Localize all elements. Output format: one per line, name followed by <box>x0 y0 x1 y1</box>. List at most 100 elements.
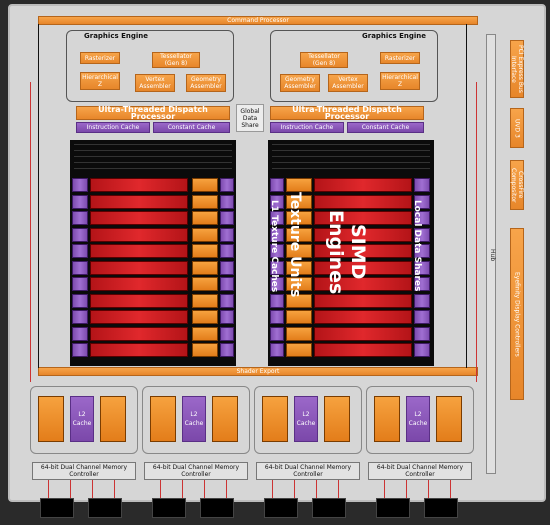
texture-unit-right <box>286 310 312 324</box>
l1-texture-caches-label: L1 Texture Caches <box>269 199 279 293</box>
rop-block <box>212 396 238 442</box>
texture-unit-right <box>286 294 312 308</box>
mem-wire <box>160 480 161 498</box>
dram-chip <box>40 498 74 518</box>
stripe-left <box>74 168 232 169</box>
l1-cache-left <box>220 261 234 275</box>
l1-cache-left <box>220 211 234 225</box>
dram-chip <box>376 498 410 518</box>
dram-chip <box>424 498 458 518</box>
mem-wire <box>428 480 429 498</box>
vertex-assembler-right: Vertex Assembler <box>328 74 368 92</box>
mem-wire <box>406 480 407 498</box>
l1-cache-right <box>270 244 284 258</box>
texture-unit-left <box>192 211 218 225</box>
mem-wire <box>272 480 273 498</box>
crossfire-compositor: CrossFire Compositor <box>510 160 524 210</box>
texture-unit-left <box>192 310 218 324</box>
lds-block-right <box>414 310 430 324</box>
texture-unit-left <box>192 327 218 341</box>
hub-bar <box>486 34 496 474</box>
lds-block-left <box>72 228 88 242</box>
lds-block-right <box>414 294 430 308</box>
memory-controller: 64-bit Dual Channel Memory Controller <box>256 462 360 480</box>
texture-unit-right <box>286 178 312 192</box>
l1-cache-left <box>220 294 234 308</box>
l2-cache: L2 Cache <box>182 396 206 442</box>
l1-cache-right <box>270 178 284 192</box>
memory-controller: 64-bit Dual Channel Memory Controller <box>368 462 472 480</box>
l2-cache: L2 Cache <box>70 396 94 442</box>
l1-cache-left <box>220 310 234 324</box>
stripe-left <box>74 144 232 145</box>
stripe-right <box>272 162 430 163</box>
graphics-engine-right <box>270 30 438 102</box>
mem-wire <box>70 480 71 498</box>
simd-block-left <box>90 178 188 192</box>
texture-unit-left <box>192 244 218 258</box>
l1-cache-right <box>270 294 284 308</box>
simd-block-right <box>314 294 412 308</box>
lds-block-left <box>72 310 88 324</box>
simd-block-left <box>90 327 188 341</box>
eyefinity-display-controllers: Eyefinity Display Controllers <box>510 228 524 400</box>
texture-unit-left <box>192 261 218 275</box>
mem-wire <box>204 480 205 498</box>
mem-wire <box>294 480 295 498</box>
texture-unit-left <box>192 228 218 242</box>
dram-chip <box>200 498 234 518</box>
rop-block <box>38 396 64 442</box>
stripe-right <box>272 168 430 169</box>
simd-block-left <box>90 261 188 275</box>
graphics-engine-right-title: Graphics Engine <box>362 32 426 40</box>
rop-block <box>100 396 126 442</box>
lds-block-left <box>72 327 88 341</box>
hierarchical-z-right: Hierarchical Z <box>380 72 420 90</box>
texture-unit-left <box>192 294 218 308</box>
l1-cache-right <box>270 261 284 275</box>
lds-block-right <box>414 228 430 242</box>
texture-units-label: Texture Units <box>287 192 303 298</box>
shader-export: Shader Export <box>38 367 478 376</box>
hierarchical-z-left: Hierarchical Z <box>80 72 120 90</box>
dispatch-processor-left: Ultra-Threaded Dispatch Processor <box>76 106 230 121</box>
l2-group <box>366 386 474 454</box>
texture-unit-left <box>192 178 218 192</box>
wire-left-outer <box>38 24 39 368</box>
rop-block <box>262 396 288 442</box>
instruction-cache-left: Instruction Cache <box>76 122 150 133</box>
mem-wire <box>92 480 93 498</box>
l1-cache-right <box>270 195 284 209</box>
texture-unit-right <box>286 277 312 291</box>
l2-cache: L2 Cache <box>294 396 318 442</box>
lds-block-left <box>72 178 88 192</box>
simd-block-right <box>314 310 412 324</box>
simd-block-left <box>90 195 188 209</box>
simd-block-right <box>314 211 412 225</box>
simd-block-left <box>90 211 188 225</box>
l1-cache-right <box>270 327 284 341</box>
lds-block-left <box>72 294 88 308</box>
lds-block-left <box>72 261 88 275</box>
lds-block-right <box>414 244 430 258</box>
graphics-engine-left-title: Graphics Engine <box>84 32 148 40</box>
texture-unit-right <box>286 343 312 357</box>
l1-cache-right <box>270 211 284 225</box>
constant-cache-left: Constant Cache <box>153 122 230 133</box>
memory-controller: 64-bit Dual Channel Memory Controller <box>144 462 248 480</box>
texture-unit-right <box>286 327 312 341</box>
mem-wire <box>316 480 317 498</box>
mem-wire <box>384 480 385 498</box>
texture-unit-right <box>286 228 312 242</box>
rasterizer-left: Rasterizer <box>80 52 120 64</box>
mem-wire <box>338 480 339 498</box>
geometry-assembler-left: Geometry Assembler <box>186 74 226 92</box>
lds-block-right <box>414 277 430 291</box>
tessellator-right: Tessellator (Gen 8) <box>300 52 348 68</box>
pcie-interface: PCI Express Bus Interface <box>510 40 524 98</box>
lds-block-right <box>414 211 430 225</box>
texture-unit-right <box>286 261 312 275</box>
simd-block-right <box>314 195 412 209</box>
lds-block-right <box>414 327 430 341</box>
texture-unit-right <box>286 211 312 225</box>
